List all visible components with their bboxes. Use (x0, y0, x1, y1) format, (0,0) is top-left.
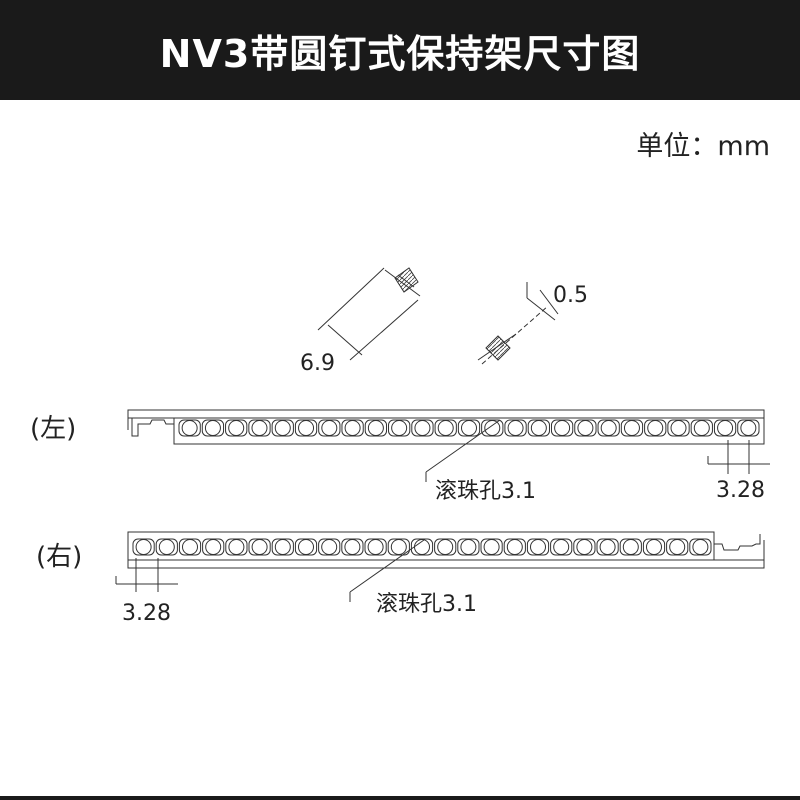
left-ball-hole (647, 420, 664, 436)
left-ball-hole (554, 420, 571, 436)
right-ball-hole (506, 539, 523, 555)
right-ball-hole (158, 539, 175, 555)
left-ball-hole (670, 420, 687, 436)
right-ball-hole (530, 539, 546, 555)
right-ball-hole (669, 539, 686, 555)
left-cage (127, 409, 770, 482)
right-ball-hole (483, 539, 500, 555)
left-ball-hole (414, 420, 431, 436)
length-detail (317, 267, 421, 361)
right-ball-hole (622, 539, 639, 555)
left-ball-hole (367, 420, 384, 436)
left-ball-hole (344, 420, 361, 436)
left-ball-hole (507, 420, 524, 436)
left-ball-hole (391, 420, 408, 436)
length-dimension-label: 6.9 (300, 351, 335, 376)
left-pitch-label: 3.28 (716, 478, 765, 503)
left-ball-hole (484, 420, 501, 436)
extension-line-bottom (349, 299, 419, 361)
left-cage-label: (左) (30, 414, 77, 444)
right-hole-leader (349, 539, 425, 593)
left-ball-hole (740, 420, 757, 436)
right-ball-hole (599, 539, 616, 555)
right-cage (115, 531, 765, 602)
right-ball-hole (390, 539, 407, 555)
left-ball-hole (623, 420, 640, 436)
title-bar: NV3带圆钉式保持架尺寸图 (0, 0, 800, 100)
left-ball-hole (321, 420, 338, 436)
extension-line-top (317, 267, 385, 331)
right-ball-hole (576, 539, 593, 555)
left-ball-hole (717, 420, 734, 436)
right-ball-hole (460, 539, 477, 555)
right-pitch-dimension (115, 558, 178, 592)
page-title: NV3带圆钉式保持架尺寸图 (159, 31, 641, 76)
unit-label: 单位：mm (636, 131, 770, 162)
right-ball-hole (298, 539, 314, 555)
right-ball-hole (182, 539, 198, 555)
left-ball-hole (693, 420, 710, 436)
left-cage-holes (178, 419, 760, 437)
right-ball-hole (553, 539, 570, 555)
left-ball-hole (600, 420, 617, 436)
right-ball-hole (692, 539, 709, 555)
right-ball-hole (205, 539, 222, 555)
right-ball-hole (274, 539, 291, 555)
right-ball-hole (251, 539, 268, 555)
right-ball-hole (646, 539, 662, 555)
left-hole-label: 滚珠孔3.1 (435, 479, 536, 504)
left-ball-hole (577, 420, 594, 436)
length-dimension-line (327, 324, 363, 356)
right-ball-hole (367, 539, 384, 555)
length-detail-rivet (384, 267, 421, 297)
left-hole-leader (425, 419, 501, 473)
left-pitch-dimension (707, 440, 770, 474)
right-cage-holes (132, 538, 712, 556)
right-ball-hole (437, 539, 454, 555)
thickness-detail-rivet (477, 333, 517, 361)
right-ball-hole (135, 539, 152, 555)
left-ball-hole (461, 420, 477, 436)
right-ball-hole (344, 539, 361, 555)
left-ball-hole (228, 420, 245, 436)
left-ball-hole (437, 420, 454, 436)
left-ball-hole (274, 420, 291, 436)
left-ball-hole (251, 420, 268, 436)
right-cage-label: (右) (36, 542, 83, 572)
thickness-detail (477, 282, 559, 365)
left-ball-hole (204, 420, 221, 436)
left-ball-hole (530, 420, 547, 436)
right-ball-hole (228, 539, 245, 555)
thickness-dimension-label: 0.5 (553, 283, 588, 308)
right-ball-hole (321, 539, 338, 555)
right-hole-label: 滚珠孔3.1 (376, 592, 477, 617)
left-ball-hole (181, 420, 198, 436)
bottom-border (0, 796, 800, 800)
right-pitch-label: 3.28 (122, 601, 171, 626)
left-ball-hole (298, 420, 315, 436)
